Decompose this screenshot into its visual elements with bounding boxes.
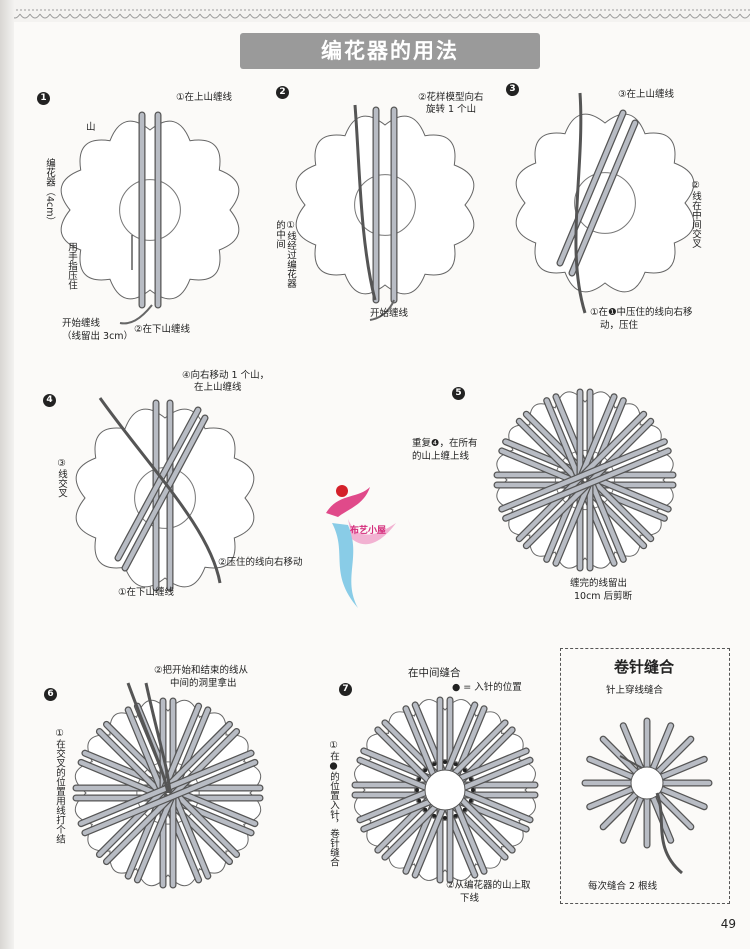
step-1-start-label: 开始缠线	[62, 318, 101, 329]
page-number: 49	[720, 917, 736, 931]
step-6-pull-label: ②把开始和结束的线从	[154, 665, 249, 676]
step-1-hand-label: 用手指压住	[66, 242, 77, 290]
step-1-device-label: 编花器（4cm）	[44, 158, 55, 227]
lace-border	[0, 0, 750, 22]
logo-text: 布艺小屋	[349, 524, 386, 536]
step-1-number: 1	[37, 92, 50, 105]
step-7-diagram	[351, 696, 539, 884]
step-3-top-label: ③在上山缠线	[618, 89, 675, 100]
whip-stitch-box	[560, 648, 730, 904]
step-2-diagram	[295, 104, 475, 321]
step-4-press-label: ②压住的线向右移动	[218, 557, 303, 568]
step-7-stitch-label: ①在●的位置入针，卷针缝合	[328, 740, 339, 867]
step-3-number: 3	[506, 83, 519, 96]
step-4-move-label-2: 在上山缠线	[194, 382, 242, 393]
step-1-start-note: （线留出 3cm）	[62, 331, 134, 342]
step-2-rotate-label-2: 旋转 1 个山	[426, 104, 477, 115]
step-2-rotate-label: ②花样模型向右	[418, 92, 484, 103]
step-4-number: 4	[43, 394, 56, 407]
whip-stitch-sub: 针上穿线缝合	[606, 685, 664, 696]
brand-logo: 布艺小屋	[326, 485, 396, 608]
step-1-bottom-label: ②在下山缠线	[134, 324, 191, 335]
step-1-top-label: ①在上山缠线	[176, 92, 233, 103]
step-4-move-label: ④向右移动 1 个山，	[182, 370, 270, 381]
step-6-pull-label-2: 中间的洞里拿出	[170, 678, 237, 689]
step-7-legend: ● = 入针的位置	[452, 682, 522, 693]
step-2-number: 2	[276, 86, 289, 99]
step-5-diagram	[493, 388, 677, 572]
step-1-mountain-label: 山	[86, 122, 96, 133]
step-4-bottom-label: ①在下山缠线	[118, 587, 175, 598]
page-title: 编花器的用法	[321, 39, 459, 63]
step-4-diagram	[75, 397, 255, 592]
whip-stitch-diagram	[581, 717, 713, 875]
step-1-diagram	[60, 111, 240, 325]
page-spine	[0, 0, 14, 949]
whip-stitch-title: 卷针缝合	[613, 658, 674, 676]
step-5-repeat-label-2: 的山上缠上线	[412, 451, 470, 462]
step-6-number: 6	[44, 688, 57, 701]
step-6-knot-label: ①在交叉的位置用线打个结	[54, 728, 65, 844]
step-7-remove-label-2: 下线	[460, 893, 480, 904]
whip-stitch-note: 每次缝合 2 根线	[588, 881, 658, 892]
step-4-cross-label: ③线交叉	[56, 458, 67, 498]
step-5-number: 5	[452, 387, 465, 400]
step-3-press-label-2: 动，压住	[600, 320, 639, 331]
title-banner	[240, 33, 540, 69]
step-3-diagram	[515, 92, 695, 314]
step-7-number: 7	[339, 683, 352, 696]
step-3-cross-label: ②线在中间交叉	[690, 180, 701, 248]
step-5-repeat-label: 重复❹，在所有	[412, 438, 478, 449]
step-7-center-label: 在中间缝合	[408, 667, 461, 679]
step-3-press-label: ①在❶中压住的线向右移	[590, 307, 693, 318]
step-6-diagram	[72, 682, 264, 889]
step-7-remove-label: ②从编花器的山上取	[446, 880, 531, 891]
step-5-end-label: 缠完的线留出	[570, 578, 628, 589]
step-5-end-label-2: 10cm 后剪断	[574, 591, 633, 602]
step-2-through-label: ①线经过编花器的中间	[274, 220, 296, 288]
step-2-start-label: 开始缠线	[370, 308, 409, 319]
